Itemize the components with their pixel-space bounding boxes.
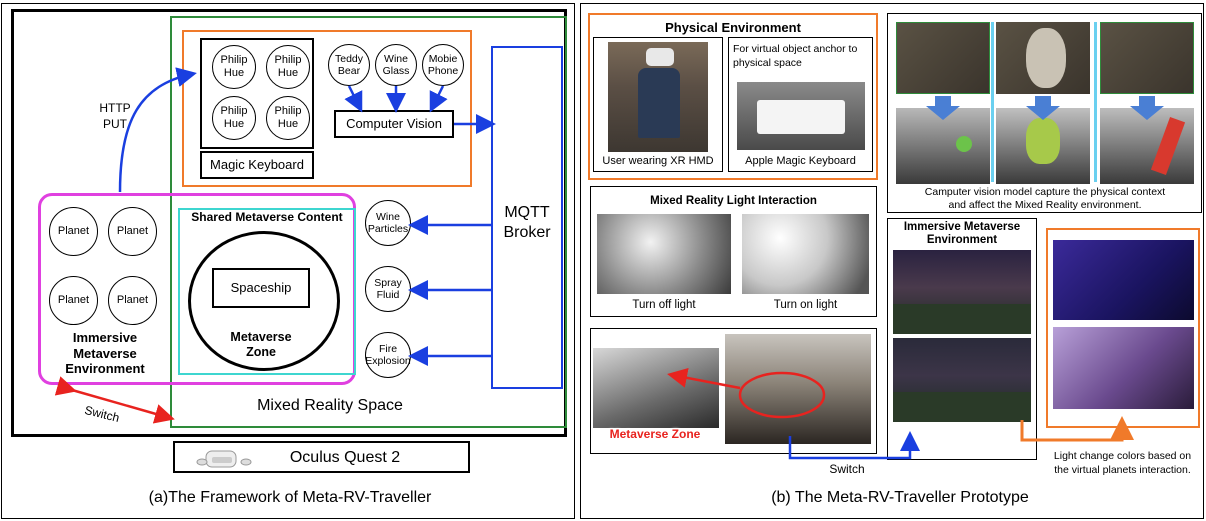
mobile-phone-node: Mobie Phone (422, 44, 464, 86)
switch-label-b: Switch (829, 462, 865, 476)
user-photo-frame (593, 37, 723, 172)
anchor-note: For virtual object anchor to physical sp… (733, 43, 858, 69)
spaceship-view-2 (893, 338, 1031, 422)
metaverse-zone-circle (188, 231, 340, 371)
metaverse-zone-tag: Metaverse Zone (609, 427, 701, 441)
philip-hue-bulb: Philip Hue (212, 45, 256, 89)
mixed-reality-space-label: Mixed Reality Space (257, 397, 403, 414)
cv-separator (1094, 22, 1097, 182)
caption-panel-b: (b) The Meta-RV-Traveller Prototype (771, 489, 1029, 506)
physical-environment-title: Physical Environment (665, 20, 801, 35)
spaceship-label: Spaceship (230, 280, 292, 295)
spray-fluid-node: Spray Fluid (365, 266, 411, 312)
oculus-device-box (173, 441, 470, 473)
light-off-photo (597, 214, 731, 294)
oculus-device-label: Oculus Quest 2 (289, 449, 401, 466)
http-put-label: HTTP PUT (99, 101, 131, 131)
teddy-bear-node: Teddy Bear (328, 44, 370, 86)
metaverse-zone-photo (593, 348, 719, 428)
philip-hue-bulb: Philip Hue (266, 96, 310, 140)
cv-phone-bottom (1100, 108, 1194, 184)
cv-teddy-top (896, 22, 990, 94)
blue-room-photo (1053, 240, 1194, 320)
magic-keyboard-label: Magic Keyboard (210, 157, 304, 172)
keyboard-photo-caption: Apple Magic Keyboard (745, 155, 856, 167)
keyboard-photo-frame (728, 37, 873, 172)
philip-hue-bulb: Philip Hue (266, 45, 310, 89)
planet-node: Planet (108, 207, 157, 256)
caption-panel-a: (a)The Framework of Meta-RV-Traveller (148, 489, 432, 506)
computer-vision-label: Computer Vision (346, 116, 442, 131)
planet-node: Planet (108, 276, 157, 325)
cv-caption: Camputer vision model capture the physic… (924, 186, 1166, 211)
cv-wine-bottom (996, 108, 1090, 184)
immersive-environment-label: Immersive Metaverse Environment (65, 330, 145, 377)
immersive-environment-title: Immersive Metaverse Environment (903, 221, 1021, 247)
magic-keyboard-photo (737, 82, 865, 150)
metaverse-zone-label: Metaverse Zone (230, 330, 292, 359)
cv-phone-top (1100, 22, 1194, 94)
spaceship-view-1 (893, 250, 1031, 334)
physical-environment-box (588, 13, 878, 180)
planet-node: Planet (49, 276, 98, 325)
wine-glass-node: Wine Glass (375, 44, 417, 86)
panel-b-frame (580, 3, 1204, 519)
mqtt-broker-label: MQTT Broker (503, 204, 551, 241)
light-on-photo (742, 214, 869, 294)
fire-explosion-node: Fire Explosion (365, 332, 411, 378)
light-change-note: Light change colors based on the virtual… (1053, 450, 1192, 476)
philip-hue-group (200, 38, 314, 149)
panel-a-frame (1, 3, 575, 519)
user-photo-caption: User wearing XR HMD (602, 155, 714, 167)
light-interaction-title: Mixed Reality Light Interaction (650, 195, 817, 207)
philip-hue-bulb: Philip Hue (212, 96, 256, 140)
cv-capture-box (887, 13, 1202, 213)
cv-teddy-bottom (896, 108, 990, 184)
spaceship-box (212, 268, 310, 308)
light-interaction-box (590, 186, 877, 317)
purple-room-photo (1053, 327, 1194, 409)
planet-node: Planet (49, 207, 98, 256)
magic-keyboard-box (200, 151, 314, 179)
user-wearing-hmd-photo (608, 42, 708, 152)
mixed-reality-space-box (170, 16, 567, 428)
metaverse-zone-box (590, 328, 877, 454)
light-on-caption: Turn on light (773, 299, 838, 311)
mqtt-broker-box (491, 46, 563, 389)
immersive-environment-box-b (887, 218, 1037, 460)
shared-content-box (178, 208, 356, 375)
cv-wine-top (996, 22, 1090, 94)
wine-particles-node: Wine Particles (365, 200, 411, 246)
shared-content-title: Shared Metaverse Content (191, 210, 343, 224)
cv-separator (991, 22, 994, 182)
room-photo (725, 334, 871, 444)
light-off-caption: Turn off light (632, 299, 696, 311)
